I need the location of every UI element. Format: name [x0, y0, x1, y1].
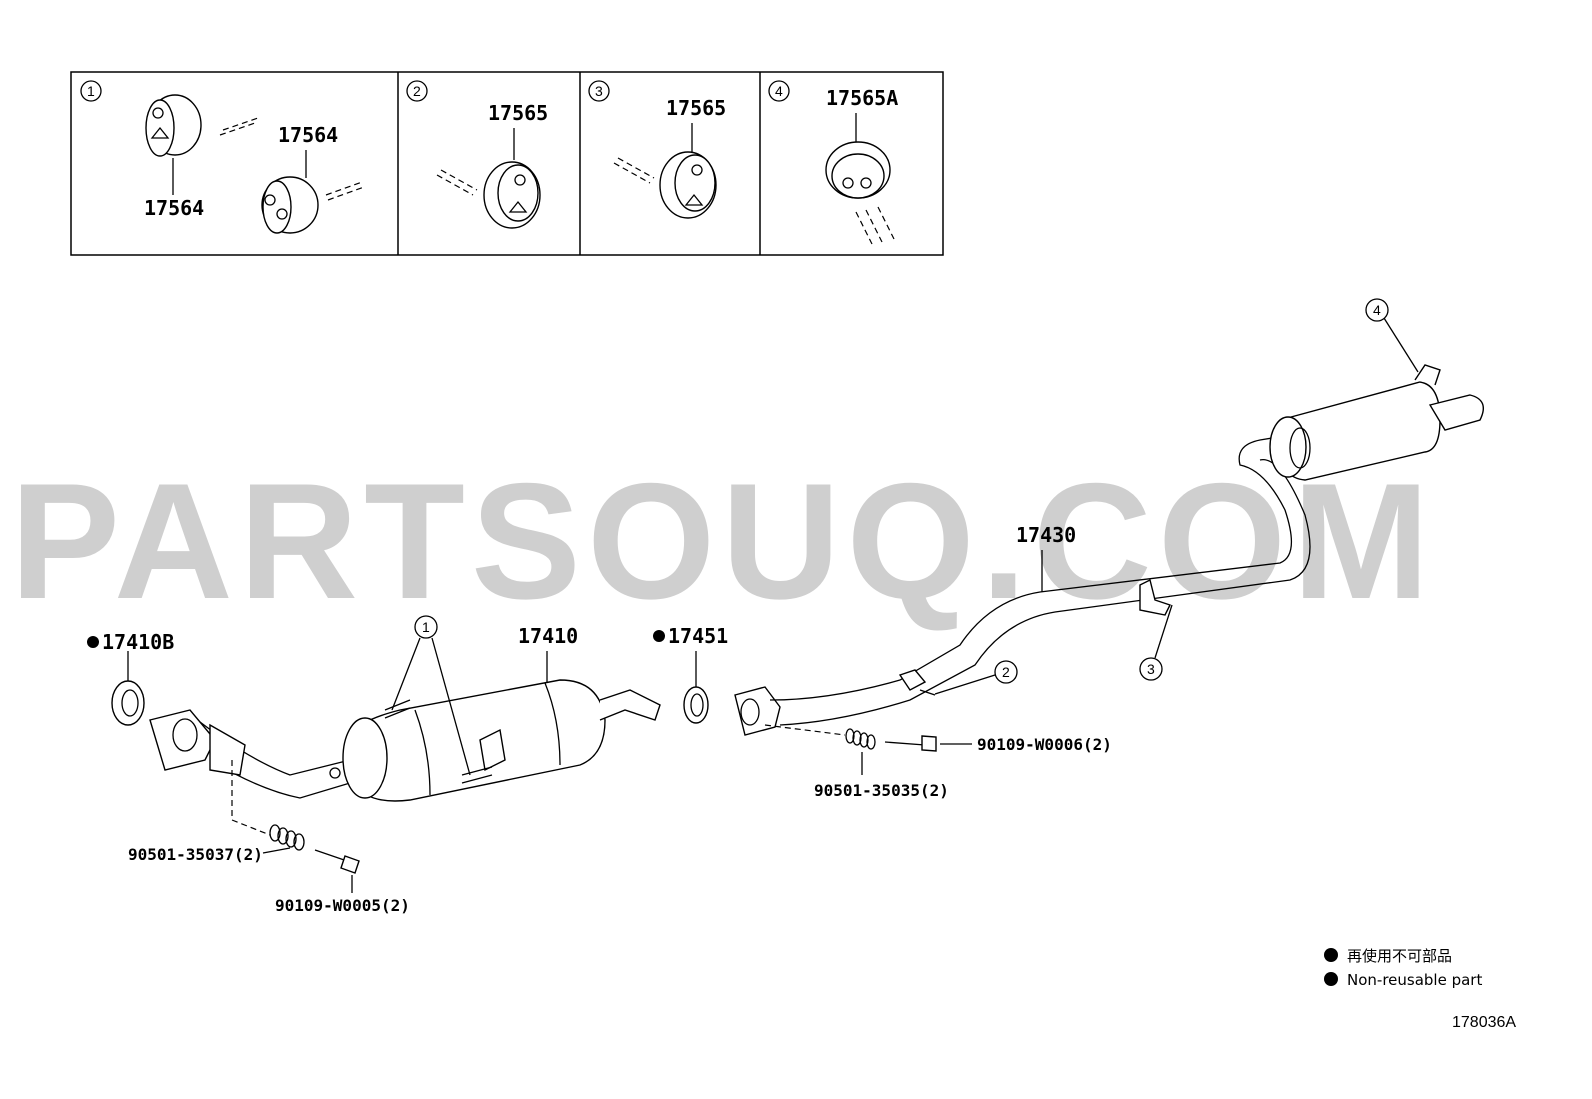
inset-1-number: 1 [87, 83, 95, 99]
part-label-17565-a: 17565 [488, 101, 548, 125]
rubber-hanger-icon [145, 94, 202, 157]
non-reusable-mark-icon [1324, 948, 1338, 962]
legend-english: Non-reusable part [1347, 971, 1482, 989]
part-label-17565-b: 17565 [666, 96, 726, 120]
rubber-hanger-icon [825, 141, 891, 199]
part-label-17451: 17451 [668, 624, 728, 648]
callout-4: 4 [1373, 302, 1381, 318]
non-reusable-mark-icon [1324, 972, 1338, 986]
part-label-17410: 17410 [518, 624, 578, 648]
legend: 再使用不可部品 Non-reusable part [1324, 947, 1482, 989]
part-label-90109-W0005: 90109-W0005(2) [275, 896, 410, 915]
inset-2: 2 17565 [406, 80, 548, 229]
rubber-hanger-icon [483, 161, 541, 229]
front-pipe-assembly: 17410B 17410 1 [87, 615, 661, 915]
converter-body [342, 679, 606, 802]
rubber-hanger-icon [261, 176, 319, 234]
part-label-90501-35037: 90501-35037(2) [128, 845, 263, 864]
part-label-17430: 17430 [1016, 523, 1076, 547]
callout-2: 2 [1002, 664, 1010, 680]
watermark: PARTSOUQ.COM [10, 449, 1436, 633]
diagram-code: 178036A [1452, 1014, 1516, 1031]
non-reusable-mark-icon [87, 636, 99, 648]
muffler-body [1269, 364, 1484, 481]
callout-1: 1 [422, 619, 430, 635]
part-label-17565A: 17565A [826, 86, 898, 110]
part-label-17564-b: 17564 [278, 123, 338, 147]
callout-3: 3 [1147, 661, 1155, 677]
gasket-icon [111, 680, 145, 726]
spring-icon [269, 824, 305, 851]
rear-pipe-assembly: 17430 2 3 4 90109-W0006(2) 90501-35035(2… [734, 298, 1484, 800]
inset-3: 3 17565 [588, 80, 726, 219]
part-label-90501-35035: 90501-35035(2) [814, 781, 949, 800]
non-reusable-mark-icon [653, 630, 665, 642]
inset-4: 4 17565A [768, 80, 898, 245]
inset-panel [70, 71, 944, 256]
inset-1: 1 17564 17564 [80, 80, 365, 234]
part-label-90109-W0006: 90109-W0006(2) [977, 735, 1112, 754]
inset-3-number: 3 [595, 83, 603, 99]
gasket-17451: 17451 [653, 624, 728, 724]
bolt-icon [314, 849, 360, 874]
part-label-17564-a: 17564 [144, 196, 204, 220]
bolt-icon [884, 735, 937, 752]
inset-4-number: 4 [775, 83, 783, 99]
inset-2-number: 2 [413, 83, 421, 99]
spring-icon [845, 728, 876, 750]
part-label-17410B: 17410B [102, 630, 174, 654]
legend-japanese: 再使用不可部品 [1347, 947, 1452, 965]
rubber-hanger-icon [659, 151, 717, 219]
